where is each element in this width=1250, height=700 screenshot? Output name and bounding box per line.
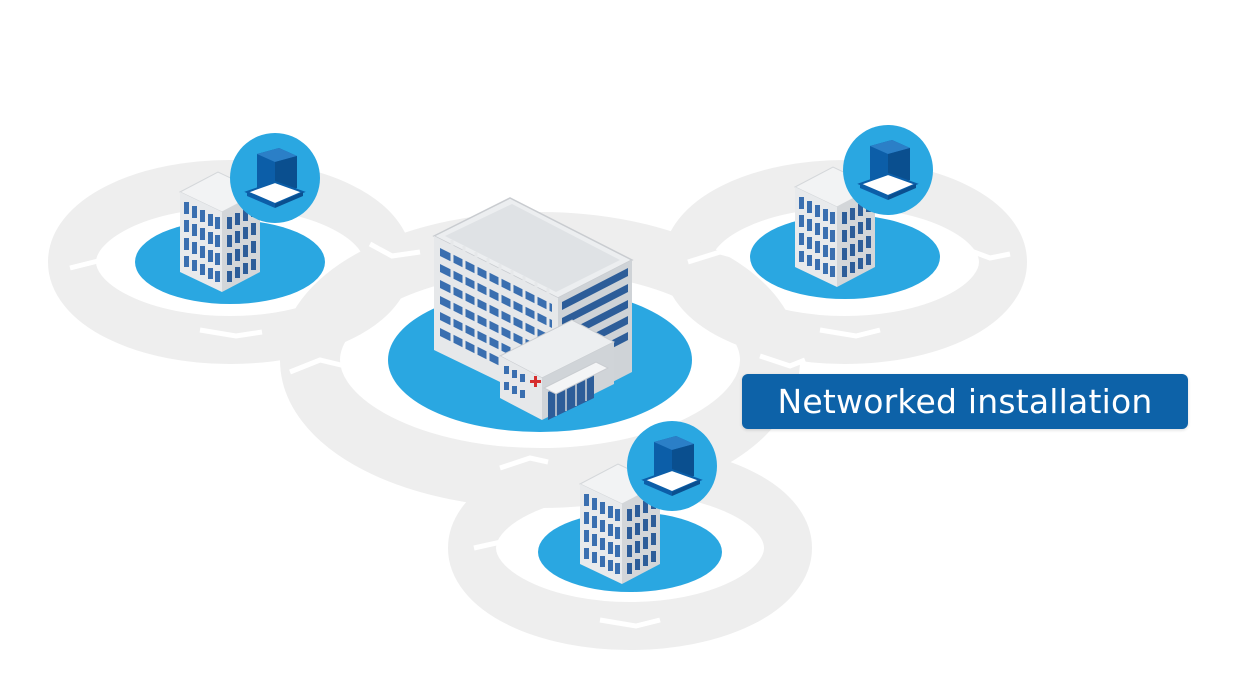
red-cross-icon: [530, 376, 541, 387]
hospital-icon: [432, 197, 634, 420]
device-icon: [229, 132, 321, 224]
device-icon: [626, 420, 718, 512]
device-icon: [842, 124, 934, 216]
networked-installation-label: Networked installation: [742, 374, 1188, 429]
